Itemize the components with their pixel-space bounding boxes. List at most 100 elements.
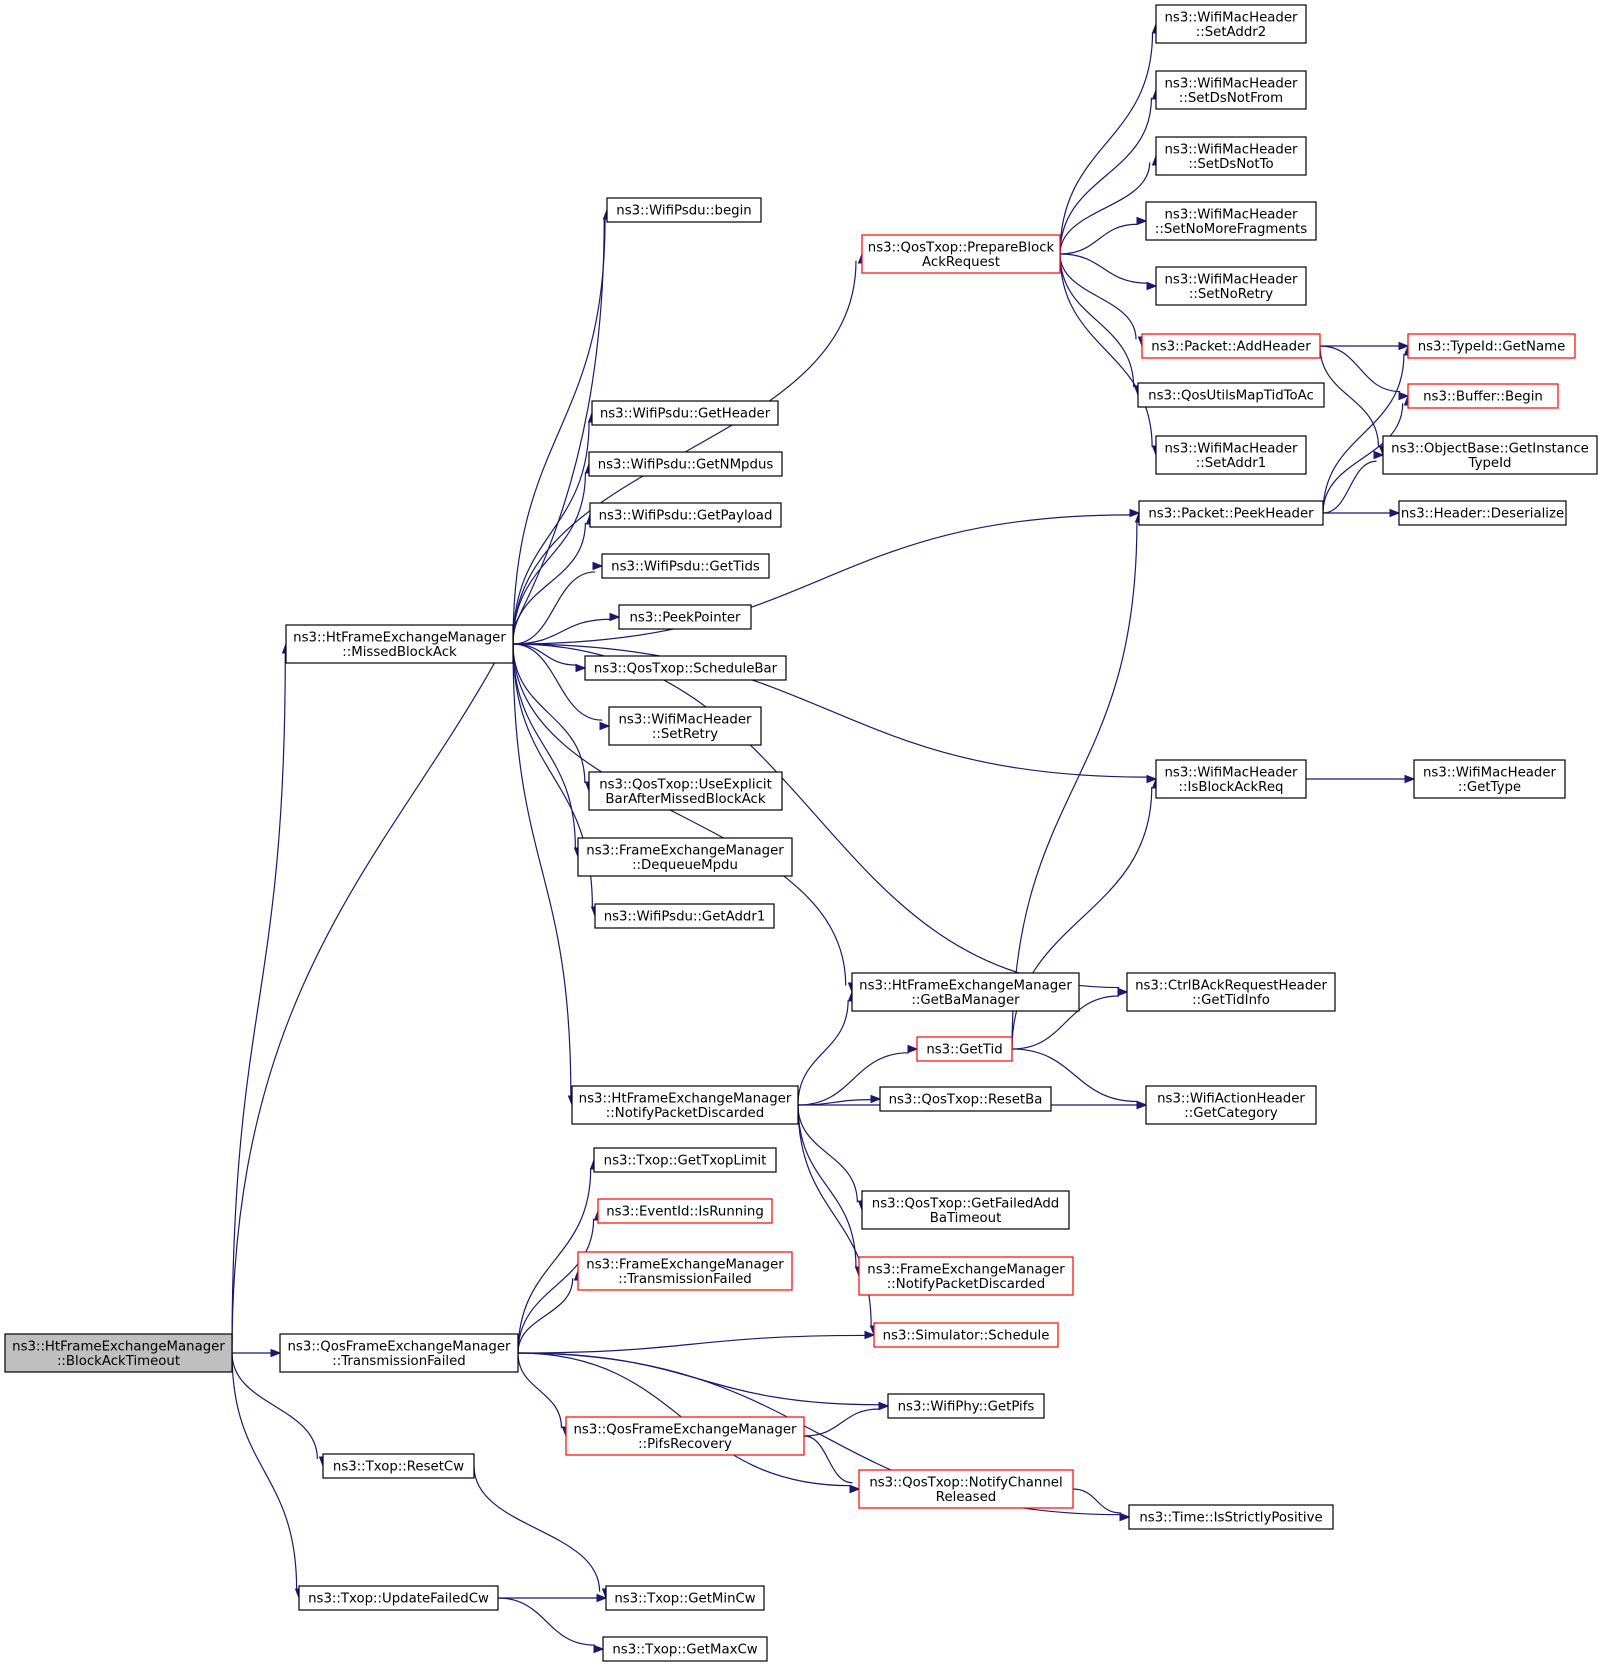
node-box-useexp[interactable] bbox=[588, 771, 783, 811]
node-box-getheader[interactable] bbox=[591, 400, 779, 426]
node-box-getaddr1[interactable] bbox=[594, 903, 775, 929]
node-box-isstrict[interactable] bbox=[1128, 1504, 1334, 1530]
node-box-gettype[interactable] bbox=[1413, 759, 1566, 799]
node-box-setdsnotto[interactable] bbox=[1155, 136, 1307, 176]
node-box-gettids[interactable] bbox=[601, 553, 770, 579]
node-box-ncr[interactable] bbox=[858, 1469, 1074, 1509]
node-box-isrunning[interactable] bbox=[597, 1198, 773, 1224]
node-bufbegin[interactable]: ns3::Buffer::Begin bbox=[1407, 383, 1559, 409]
node-box-gettidinfo[interactable] bbox=[1126, 972, 1336, 1012]
node-box-gettid[interactable] bbox=[916, 1036, 1013, 1062]
node-box-peekheader[interactable] bbox=[1138, 500, 1324, 526]
node-root[interactable]: ns3::HtFrameExchangeManager::BlockAckTim… bbox=[4, 1333, 233, 1373]
node-isstrict[interactable]: ns3::Time::IsStrictlyPositive bbox=[1128, 1504, 1334, 1530]
node-deser[interactable]: ns3::Header::Deserialize bbox=[1398, 500, 1567, 526]
node-box-begin[interactable] bbox=[606, 197, 762, 223]
node-box-setdsnotfrom[interactable] bbox=[1155, 70, 1307, 110]
node-box-peekptr[interactable] bbox=[618, 604, 752, 630]
node-gettid[interactable]: ns3::GetTid bbox=[916, 1036, 1013, 1062]
node-box-addheader[interactable] bbox=[1141, 333, 1321, 359]
node-getmaxcw[interactable]: ns3::Txop::GetMaxCw bbox=[602, 1636, 768, 1662]
node-fem_tf[interactable]: ns3::FrameExchangeManager::TransmissionF… bbox=[577, 1251, 793, 1291]
node-peekptr[interactable]: ns3::PeekPointer bbox=[618, 604, 752, 630]
node-resetba[interactable]: ns3::QosTxop::ResetBa bbox=[879, 1086, 1052, 1112]
node-box-resetcw[interactable] bbox=[322, 1453, 475, 1479]
node-box-schedbar[interactable] bbox=[584, 655, 787, 681]
node-npd[interactable]: ns3::HtFrameExchangeManager::NotifyPacke… bbox=[571, 1085, 799, 1125]
node-schedbar[interactable]: ns3::QosTxop::ScheduleBar bbox=[584, 655, 787, 681]
node-setnoretry[interactable]: ns3::WifiMacHeader::SetNoRetry bbox=[1155, 266, 1307, 306]
node-getpifs[interactable]: ns3::WifiPhy::GetPifs bbox=[887, 1393, 1045, 1419]
node-box-npd[interactable] bbox=[571, 1085, 799, 1125]
node-box-dequeue[interactable] bbox=[577, 837, 793, 877]
node-box-gettxop[interactable] bbox=[593, 1147, 777, 1173]
node-box-schedule[interactable] bbox=[873, 1322, 1059, 1348]
node-box-qfem_tf[interactable] bbox=[279, 1333, 519, 1373]
node-box-getcat[interactable] bbox=[1145, 1085, 1317, 1125]
node-schedule[interactable]: ns3::Simulator::Schedule bbox=[873, 1322, 1059, 1348]
node-getnmpdus[interactable]: ns3::WifiPsdu::GetNMpdus bbox=[588, 451, 783, 477]
node-gettxop[interactable]: ns3::Txop::GetTxopLimit bbox=[593, 1147, 777, 1173]
node-box-ufcw[interactable] bbox=[298, 1585, 499, 1611]
node-setdsnotto[interactable]: ns3::WifiMacHeader::SetDsNotTo bbox=[1155, 136, 1307, 176]
node-begin[interactable]: ns3::WifiPsdu::begin bbox=[606, 197, 762, 223]
node-peekheader[interactable]: ns3::Packet::PeekHeader bbox=[1138, 500, 1324, 526]
node-qosutils[interactable]: ns3::QosUtilsMapTidToAc bbox=[1137, 382, 1325, 408]
node-box-typeidname[interactable] bbox=[1407, 333, 1576, 359]
node-box-resetba[interactable] bbox=[879, 1086, 1052, 1112]
node-box-getpayload[interactable] bbox=[589, 502, 782, 528]
node-addheader[interactable]: ns3::Packet::AddHeader bbox=[1141, 333, 1321, 359]
node-box-fem_tf[interactable] bbox=[577, 1251, 793, 1291]
node-box-mba[interactable] bbox=[285, 624, 514, 664]
node-box-qosutils[interactable] bbox=[1137, 382, 1325, 408]
node-pifsrec[interactable]: ns3::QosFrameExchangeManager::PifsRecove… bbox=[565, 1416, 805, 1456]
node-box-setnoretry[interactable] bbox=[1155, 266, 1307, 306]
node-box-setretry[interactable] bbox=[608, 706, 762, 746]
node-setretry[interactable]: ns3::WifiMacHeader::SetRetry bbox=[608, 706, 762, 746]
node-mba[interactable]: ns3::HtFrameExchangeManager::MissedBlock… bbox=[285, 624, 514, 664]
node-box-getmincw[interactable] bbox=[605, 1585, 765, 1611]
node-box-getbamgr[interactable] bbox=[851, 972, 1080, 1012]
node-dequeue[interactable]: ns3::FrameExchangeManager::DequeueMpdu bbox=[577, 837, 793, 877]
node-setaddr1[interactable]: ns3::WifiMacHeader::SetAddr1 bbox=[1155, 435, 1307, 475]
node-ufcw[interactable]: ns3::Txop::UpdateFailedCw bbox=[298, 1585, 499, 1611]
node-getcat[interactable]: ns3::WifiActionHeader::GetCategory bbox=[1145, 1085, 1317, 1125]
node-setnomore[interactable]: ns3::WifiMacHeader::SetNoMoreFragments bbox=[1145, 201, 1317, 241]
node-box-root[interactable] bbox=[4, 1333, 233, 1373]
node-gettids[interactable]: ns3::WifiPsdu::GetTids bbox=[601, 553, 770, 579]
node-getmincw[interactable]: ns3::Txop::GetMinCw bbox=[605, 1585, 765, 1611]
node-box-setaddr1[interactable] bbox=[1155, 435, 1307, 475]
node-box-pbar[interactable] bbox=[861, 234, 1061, 274]
node-getaddr1[interactable]: ns3::WifiPsdu::GetAddr1 bbox=[594, 903, 775, 929]
node-box-getnmpdus[interactable] bbox=[588, 451, 783, 477]
node-box-getfailedadd[interactable] bbox=[861, 1190, 1070, 1230]
node-box-getmaxcw[interactable] bbox=[602, 1636, 768, 1662]
node-box-setaddr2[interactable] bbox=[1155, 4, 1307, 44]
node-resetcw[interactable]: ns3::Txop::ResetCw bbox=[322, 1453, 475, 1479]
node-box-getpifs[interactable] bbox=[887, 1393, 1045, 1419]
node-getbamgr[interactable]: ns3::HtFrameExchangeManager::GetBaManage… bbox=[851, 972, 1080, 1012]
node-isbar[interactable]: ns3::WifiMacHeader::IsBlockAckReq bbox=[1155, 759, 1307, 799]
node-useexp[interactable]: ns3::QosTxop::UseExplicitBarAfterMissedB… bbox=[588, 771, 783, 811]
node-box-bufbegin[interactable] bbox=[1407, 383, 1559, 409]
node-qfem_tf[interactable]: ns3::QosFrameExchangeManager::Transmissi… bbox=[279, 1333, 519, 1373]
node-setaddr2[interactable]: ns3::WifiMacHeader::SetAddr2 bbox=[1155, 4, 1307, 44]
node-box-setnomore[interactable] bbox=[1145, 201, 1317, 241]
node-setdsnotfrom[interactable]: ns3::WifiMacHeader::SetDsNotFrom bbox=[1155, 70, 1307, 110]
node-getpayload[interactable]: ns3::WifiPsdu::GetPayload bbox=[589, 502, 782, 528]
node-box-fem_npd[interactable] bbox=[858, 1256, 1074, 1296]
node-box-pifsrec[interactable] bbox=[565, 1416, 805, 1456]
node-getheader[interactable]: ns3::WifiPsdu::GetHeader bbox=[591, 400, 779, 426]
node-isrunning[interactable]: ns3::EventId::IsRunning bbox=[597, 1198, 773, 1224]
node-box-getinst[interactable] bbox=[1382, 435, 1598, 475]
node-box-isbar[interactable] bbox=[1155, 759, 1307, 799]
node-box-deser[interactable] bbox=[1398, 500, 1567, 526]
node-fem_npd[interactable]: ns3::FrameExchangeManager::NotifyPacketD… bbox=[858, 1256, 1074, 1296]
node-typeidname[interactable]: ns3::TypeId::GetName bbox=[1407, 333, 1576, 359]
node-gettype[interactable]: ns3::WifiMacHeader::GetType bbox=[1413, 759, 1566, 799]
node-gettidinfo[interactable]: ns3::CtrlBAckRequestHeader::GetTidInfo bbox=[1126, 972, 1336, 1012]
